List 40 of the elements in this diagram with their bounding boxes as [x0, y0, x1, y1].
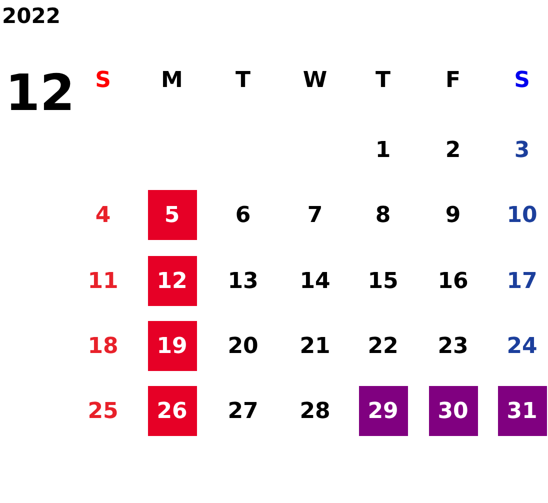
date-number: 13	[228, 268, 258, 294]
date-number: 22	[368, 334, 398, 358]
date-number: 20	[228, 334, 258, 358]
weekday-header: F	[445, 68, 461, 92]
highlighted-date: 29	[358, 386, 408, 436]
date-number: 1	[375, 138, 391, 162]
highlighted-date: 26	[148, 386, 196, 436]
date-number: 17	[506, 268, 538, 294]
date-number: 21	[300, 334, 330, 358]
date-number: 16	[438, 268, 468, 294]
weekday-header: S	[514, 68, 530, 92]
date-number: 23	[438, 334, 468, 358]
date-number: 2	[445, 138, 461, 162]
month-number: 12	[5, 64, 75, 122]
highlighted-date: 12	[148, 256, 196, 306]
date-number: 27	[228, 398, 258, 424]
date-number: 4	[95, 202, 111, 228]
date-number: 6	[235, 202, 251, 228]
date-number: 10	[506, 202, 538, 228]
highlighted-date: 31	[498, 386, 546, 436]
weekday-header: T	[235, 68, 250, 92]
date-number: 9	[445, 202, 461, 228]
weekday-header: W	[302, 68, 328, 92]
year-heading: 2022	[2, 4, 60, 28]
date-number: 24	[506, 334, 538, 358]
date-number: 25	[88, 398, 118, 424]
date-number: 28	[300, 398, 330, 424]
highlighted-date: 5	[148, 190, 196, 240]
highlighted-date: 19	[148, 321, 196, 371]
date-number: 14	[300, 268, 330, 294]
date-number: 15	[368, 268, 398, 294]
date-number: 18	[88, 334, 118, 358]
date-number: 3	[514, 138, 530, 162]
date-number: 7	[307, 202, 323, 228]
weekday-header: M	[161, 68, 183, 92]
date-number: 11	[88, 268, 118, 294]
highlighted-date: 30	[428, 386, 478, 436]
date-number: 8	[375, 202, 391, 228]
weekday-header: S	[95, 68, 111, 92]
weekday-header: T	[375, 68, 390, 92]
